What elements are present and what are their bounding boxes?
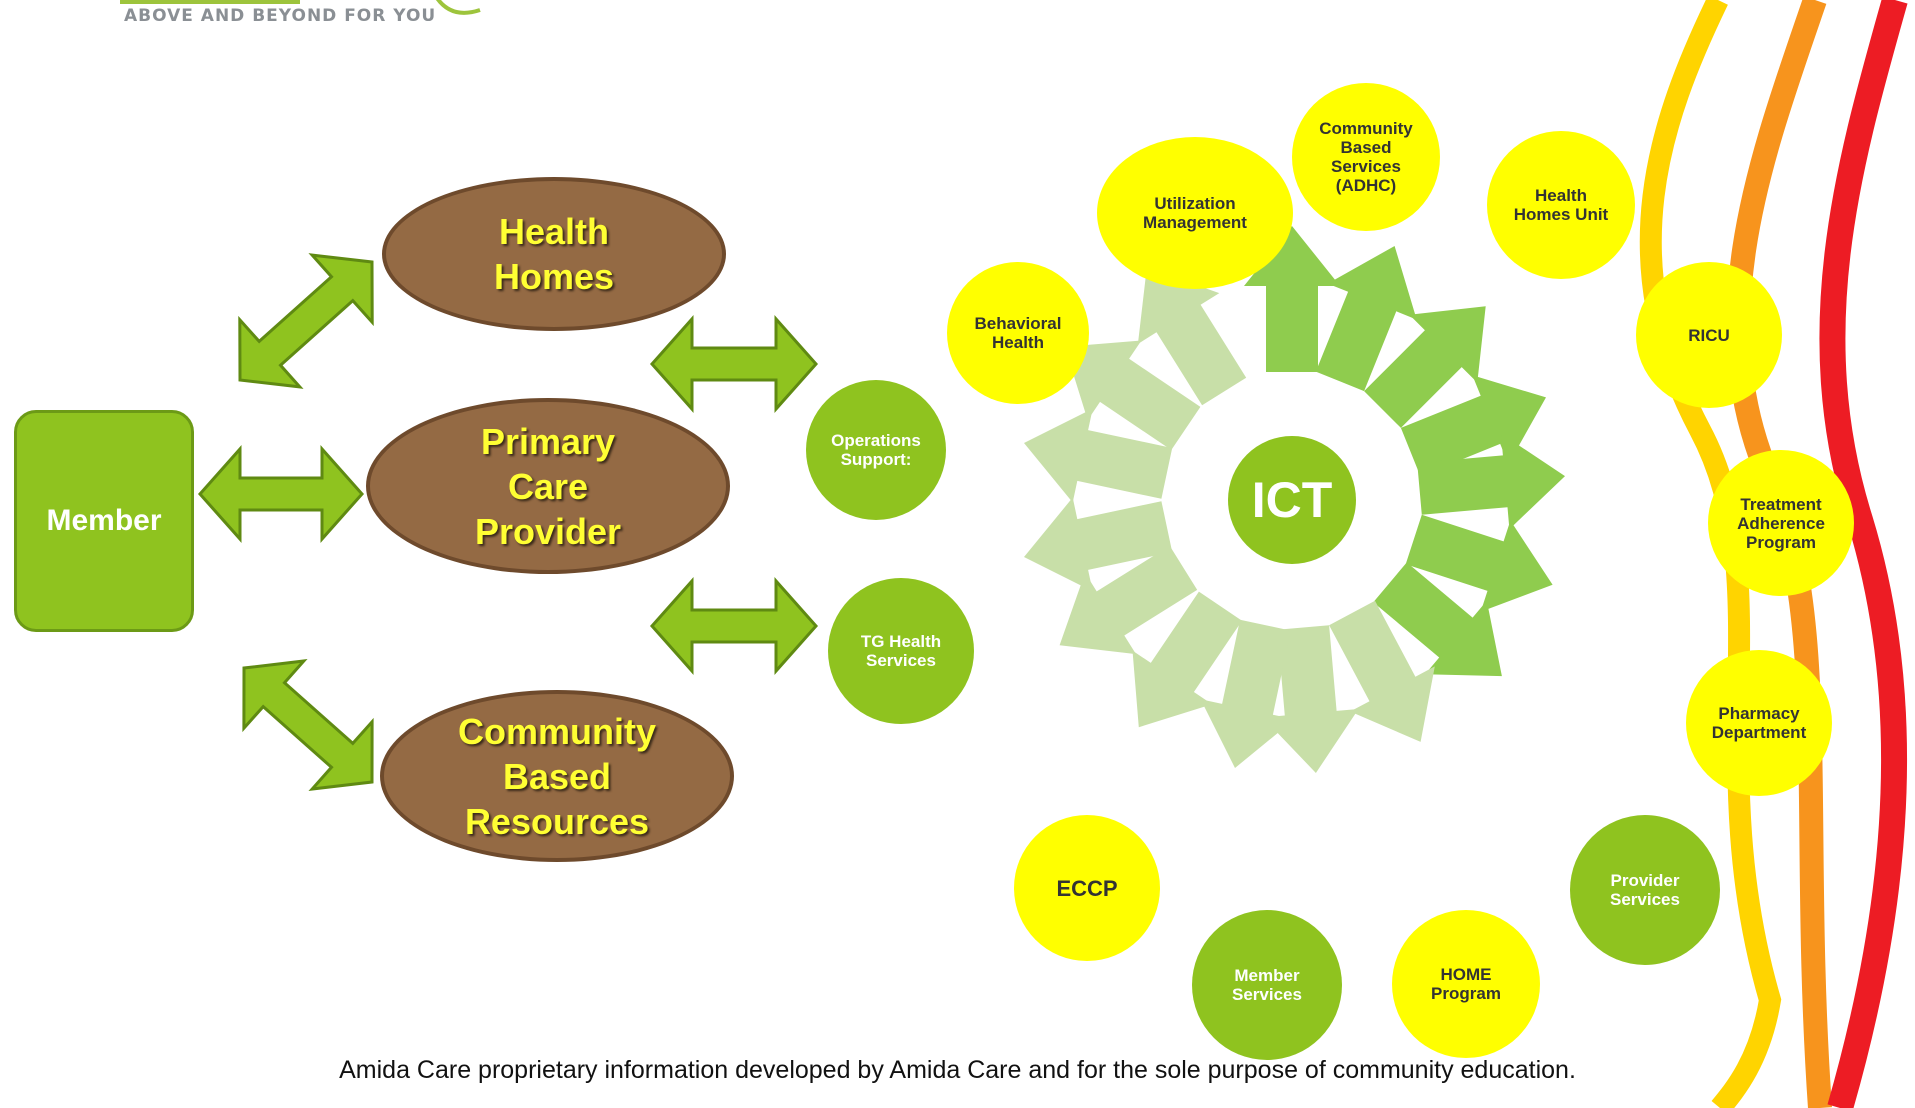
oval-primary-care-provider-label: Primary Care Provider [474,420,622,552]
radial-arrow-14 [1064,340,1201,450]
satellite-provider-services: Provider Services [1570,815,1720,965]
satellite-utilization-management: Utilization Management [1097,137,1293,289]
radial-arrow-8 [1262,625,1359,773]
satellite-utilization-management-label: Utilization Management [1143,194,1247,232]
stripe-red [1819,0,1908,1108]
satellite-home-program: HOME Program [1392,910,1540,1058]
satellite-health-homes-unit-label: Health Homes Unit [1513,186,1609,224]
radial-arrow-11 [1059,545,1198,655]
satellite-home-program-label: HOME Program [1431,965,1501,1003]
satellite-community-based-services-label: Community Based Services (ADHC) [1319,119,1413,195]
satellite-behavioral-health-label: Behavioral Health [974,314,1062,352]
satellite-provider-services-label: Provider Services [1610,871,1680,909]
radial-arrow-13 [1024,408,1173,503]
radial-arrow-1 [1315,246,1417,392]
radial-arrow-5 [1405,514,1553,612]
radial-arrow-15 [1137,267,1247,406]
arrow-member-community [242,659,374,791]
satellite-treatment-adherence-program: Treatment Adherence Program [1708,450,1854,596]
footer-disclaimer: Amida Care proprietary information devel… [339,1056,1576,1084]
tg-health-services-circle: TG Health Services [828,578,974,724]
satellite-ricu: RICU [1636,262,1782,408]
oval-health-homes: Health Homes [382,177,726,331]
satellite-ricu-label: RICU [1688,325,1730,345]
logo-bar [120,0,300,4]
arrow-primary-care-tg [649,577,819,675]
tg-health-services-label: TG Health Services [860,632,942,670]
radial-arrow-7 [1329,600,1435,742]
satellite-eccp-label: ECCP [1056,875,1118,901]
operations-support-label: Operations Support: [831,431,921,469]
arrow-member-primary-care [197,445,365,543]
radial-arrow-2 [1364,306,1486,428]
satellite-health-homes-unit: Health Homes Unit [1487,131,1635,279]
satellite-member-services-label: Member Services [1232,966,1302,1004]
satellite-pharmacy-department: Pharmacy Department [1686,650,1832,796]
oval-community-based-resources-label: Community Based Resources [458,710,656,842]
arrow-member-health-homes [238,253,374,389]
oval-community-based-resources: Community Based Resources [380,690,734,862]
arrow-health-homes-ops [649,315,819,413]
satellite-pharmacy-department-label: Pharmacy Department [1711,704,1807,742]
oval-health-homes-label: Health Homes [493,211,615,297]
satellite-behavioral-health: Behavioral Health [947,262,1089,404]
radial-arrow-4 [1417,433,1565,530]
satellite-treatment-adherence-program-label: Treatment Adherence Program [1737,494,1825,552]
satellite-member-services: Member Services [1192,910,1342,1060]
oval-primary-care-provider: Primary Care Provider [366,398,730,574]
logo-tagline: ABOVE AND BEYOND FOR YOU [124,6,437,26]
radial-arrow-12 [1024,497,1173,592]
radial-arrow-9 [1200,619,1295,768]
member-box: Member [14,410,194,632]
ict-hub: ICT [1228,436,1356,564]
satellite-community-based-services: Community Based Services (ADHC) [1292,83,1440,231]
satellite-eccp: ECCP [1014,815,1160,961]
radial-arrow-10 [1132,591,1242,728]
radial-arrow-6 [1373,562,1502,677]
operations-support-circle: Operations Support: [806,380,946,520]
logo-swoosh [436,0,481,15]
